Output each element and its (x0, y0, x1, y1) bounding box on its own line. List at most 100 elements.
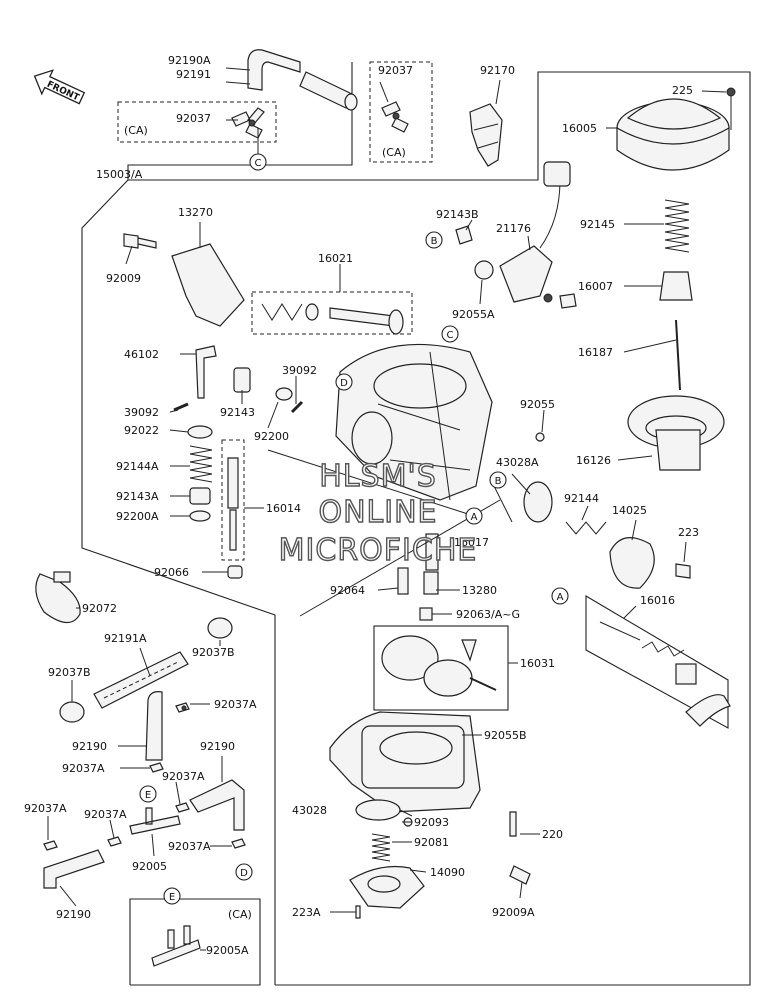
pin-39092-right (290, 400, 304, 414)
label-92143: 92143 (220, 406, 255, 419)
ref-marker-B-body: B (489, 471, 507, 489)
hose-92190-bottom (43, 849, 105, 889)
label-92022: 92022 (124, 424, 159, 437)
hose-92190-left (145, 691, 163, 761)
label-92066: 92066 (154, 566, 189, 579)
label-13280: 13280 (462, 584, 497, 597)
jet-needle (675, 319, 681, 391)
label-92200A: 92200A (116, 510, 159, 523)
label-92081: 92081 (414, 836, 449, 849)
choke-lever (195, 345, 217, 399)
screw-220 (509, 811, 517, 837)
callout-labels: 92190 A 92191 92037 (CA) 92037 (CA) 92170… (24, 54, 699, 957)
needle-jet (425, 533, 439, 571)
sensor-clip (455, 225, 473, 245)
label-16016: 16016 (640, 594, 675, 607)
label-92191: 92191 (176, 68, 211, 81)
label-92191A: 92191A (104, 632, 147, 645)
label-16014: 16014 (266, 502, 301, 515)
ref-B1-label: B (431, 236, 438, 247)
ref-marker-B-top: B (425, 231, 443, 249)
pilot-screw-spring (261, 303, 303, 321)
label-92200: 92200 (254, 430, 289, 443)
label-16187: 16187 (578, 346, 613, 359)
ref-D1-label: D (340, 378, 348, 389)
label-92037A-1: 92037A (214, 698, 257, 711)
label-92055A: 92055A (452, 308, 495, 321)
label-39092-left: 39092 (124, 406, 159, 419)
spring-92145 (664, 199, 690, 253)
ref-E2-label: E (169, 892, 175, 903)
label-39092-right: 39092 (282, 364, 317, 377)
hose-92191A (93, 651, 189, 709)
label-92037-left: 92037 (176, 112, 211, 125)
reference-markers: C B C D B A A E D E (139, 153, 569, 905)
ref-E1-label: E (145, 790, 151, 801)
starter-plunger (227, 457, 239, 551)
label-16017: 16017 (454, 536, 489, 549)
label-ca-bottom: (CA) (228, 908, 252, 921)
label-223: 223 (678, 526, 699, 539)
label-92190-mid: 92190 (200, 740, 235, 753)
label-92093: 92093 (414, 816, 449, 829)
ref-C2-label: C (447, 330, 454, 341)
label-16005: 16005 (562, 122, 597, 135)
main-jet-holder (423, 571, 439, 595)
label-92145: 92145 (580, 218, 615, 231)
ref-marker-C-top: C (249, 153, 267, 171)
label-220: 220 (542, 828, 563, 841)
label-16021: 16021 (318, 252, 353, 265)
ref-marker-D-hose: D (235, 863, 253, 881)
clip-top-right (381, 101, 409, 133)
screw-223A (355, 905, 361, 919)
hose-92190-mid (189, 779, 245, 831)
label-92005A: 92005A (206, 944, 249, 957)
spring-92144A (189, 445, 213, 483)
ref-B2-label: B (495, 476, 502, 487)
label-92037-top: 92037 (378, 64, 413, 77)
label-92190-bottom: 92190 (56, 908, 91, 921)
ref-marker-D-body: D (335, 373, 353, 391)
label-92143B: 92143B (436, 208, 479, 221)
watermark-line-3: MICROFICHE (279, 533, 478, 568)
label-14090: 14090 (430, 866, 465, 879)
label-46102: 46102 (124, 348, 159, 361)
vent-hose-mid (299, 71, 353, 109)
watermark-line-1: HLSM'S (319, 459, 437, 494)
parts (35, 49, 736, 967)
label-225: 225 (672, 84, 693, 97)
label-92005: 92005 (132, 860, 167, 873)
label-92072: 92072 (82, 602, 117, 615)
tee-92005A (151, 925, 201, 967)
ref-marker-E-hose: E (139, 785, 157, 803)
label-92055: 92055 (520, 398, 555, 411)
label-92037B-left: 92037B (48, 666, 91, 679)
label-ca-top-right: (CA) (382, 146, 406, 159)
label-92144A: 92144A (116, 460, 159, 473)
clip-top-left (231, 107, 265, 139)
collar-92143 (233, 367, 251, 393)
ref-marker-A-body: A (465, 507, 483, 525)
ref-marker-E-fitting: E (163, 887, 181, 905)
label-92064: 92064 (330, 584, 365, 597)
label-92009A: 92009A (492, 906, 535, 919)
ref-marker-C-body: C (441, 325, 459, 343)
label-21176: 21176 (496, 222, 531, 235)
pin-39092-left (173, 402, 189, 412)
label-43028: 43028 (292, 804, 327, 817)
needle-holder (659, 271, 693, 301)
oring-92055 (535, 432, 545, 442)
ref-A2-label: A (557, 592, 564, 603)
label-13270: 13270 (178, 206, 213, 219)
bracket-92170 (469, 103, 503, 167)
washer-92200 (275, 387, 293, 401)
label-16007: 16007 (578, 280, 613, 293)
label-ca-top-left: (CA) (124, 124, 148, 137)
cap-92066 (227, 565, 243, 579)
throttle-bracket (171, 243, 245, 327)
label-92037A-3: 92037A (162, 770, 205, 783)
throttle-sensor (499, 245, 553, 303)
label-92170: 92170 (480, 64, 515, 77)
label-223A: 223A (292, 906, 321, 919)
